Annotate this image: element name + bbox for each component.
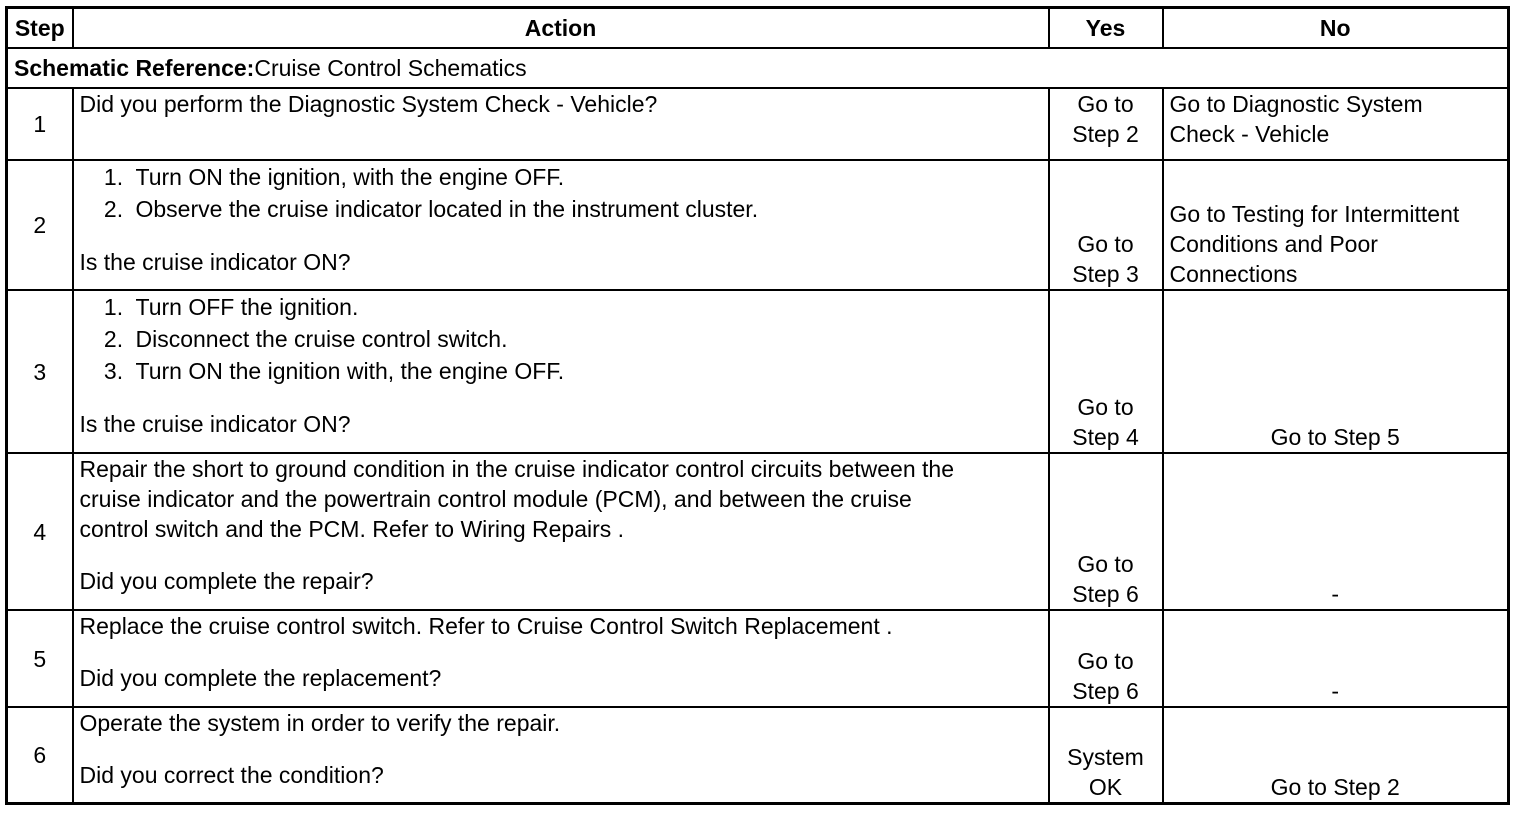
no-line: Conditions and Poor [1169,231,1378,257]
step-number: 4 [5,452,74,611]
action-cell: Turn ON the ignition, with the engine OF… [71,159,1050,291]
header-action: Action [71,6,1050,49]
header-row: Step Action Yes No [5,6,1510,49]
action-text: Operate the system in order to verify th… [79,710,561,736]
list-item: Disconnect the cruise control switch. [130,323,1042,355]
header-no: No [1161,6,1510,49]
header-yes: Yes [1047,6,1164,49]
yes-line: OK [1088,773,1123,800]
action-steps-list: Turn ON the ignition, with the engine OF… [80,161,1042,225]
yes-cell[interactable]: Go to Step 6 [1047,609,1164,708]
yes-line: Step 6 [1072,581,1139,607]
action-text: Replace the cruise control switch. Refer… [79,613,893,639]
question-text: Did you correct the condition? [79,762,384,788]
no-cell[interactable]: Go to Step 5 [1161,289,1510,454]
yes-cell[interactable]: Go to Step 6 [1047,452,1164,611]
step-number: 2 [5,159,74,291]
question-text: Did you complete the replacement? [79,665,442,691]
list-item: Turn ON the ignition with, the engine OF… [130,355,1042,387]
step-number: 3 [5,289,74,454]
action-text-line: Repair the short to ground condition in … [79,456,954,482]
yes-line: Go to [1077,231,1134,257]
action-cell: Turn OFF the ignition. Disconnect the cr… [71,289,1050,454]
header-step: Step [5,6,74,49]
schematic-link[interactable]: Cruise Control Schematics [254,55,527,81]
yes-cell[interactable]: Go to Step 4 [1047,289,1164,454]
action-cell: Operate the system in order to verify th… [71,706,1050,804]
list-item: Turn ON the ignition, with the engine OF… [130,161,1042,193]
action-cell: Replace the cruise control switch. Refer… [71,609,1050,708]
yes-cell[interactable]: Go to Step 3 [1047,159,1164,291]
step-number: 6 [5,706,74,804]
yes-line: System [1067,743,1144,770]
no-line: Go to Diagnostic System [1169,91,1423,117]
yes-line: Go to [1077,648,1134,674]
table-row: 3 Turn OFF the ignition. Disconnect the … [5,289,1510,454]
yes-line: Go to [1077,394,1134,420]
no-cell[interactable]: Go to Step 2 [1161,706,1510,804]
yes-line: Step 6 [1072,678,1139,704]
schematic-row: Schematic Reference:Cruise Control Schem… [5,47,1510,89]
schematic-reference: Schematic Reference:Cruise Control Schem… [5,47,1510,89]
list-item: Observe the cruise indicator located in … [130,193,1042,225]
question-text: Did you complete the repair? [79,568,374,594]
table-row: 2 Turn ON the ignition, with the engine … [5,159,1510,291]
action-text-line: cruise indicator and the powertrain cont… [79,486,912,512]
action-cell: Repair the short to ground condition in … [71,452,1050,611]
no-line: Connections [1169,261,1298,287]
diagnostic-table: Step Action Yes No Schematic Reference:C… [5,6,1510,805]
action-steps-list: Turn OFF the ignition. Disconnect the cr… [80,291,1042,387]
no-line: Go to Testing for Intermittent [1169,201,1460,227]
table-row: 6 Operate the system in order to verify … [5,706,1510,804]
yes-line: Step 2 [1072,121,1139,147]
step-number: 1 [5,87,74,161]
action-text-line: control switch and the PCM. Refer to Wir… [79,516,625,542]
yes-line: Step 4 [1072,424,1139,450]
yes-line: Step 3 [1072,261,1139,287]
table-row: 5 Replace the cruise control switch. Ref… [5,609,1510,708]
yes-cell[interactable]: Go to Step 2 [1047,87,1164,161]
action-text: Did you perform the Diagnostic System Ch… [79,91,658,117]
yes-line: Go to [1077,91,1134,117]
question-text: Is the cruise indicator ON? [79,249,351,275]
list-item: Turn OFF the ignition. [130,291,1042,323]
no-cell: - [1161,452,1510,611]
yes-line: Go to [1077,551,1134,577]
action-cell: Did you perform the Diagnostic System Ch… [71,87,1050,161]
table-row: 4 Repair the short to ground condition i… [5,452,1510,611]
no-cell: - [1161,609,1510,708]
question-text: Is the cruise indicator ON? [79,411,351,437]
no-line: Check - Vehicle [1169,121,1330,147]
table-row: 1 Did you perform the Diagnostic System … [5,87,1510,161]
step-number: 5 [5,609,74,708]
schematic-label: Schematic Reference: [14,55,255,81]
